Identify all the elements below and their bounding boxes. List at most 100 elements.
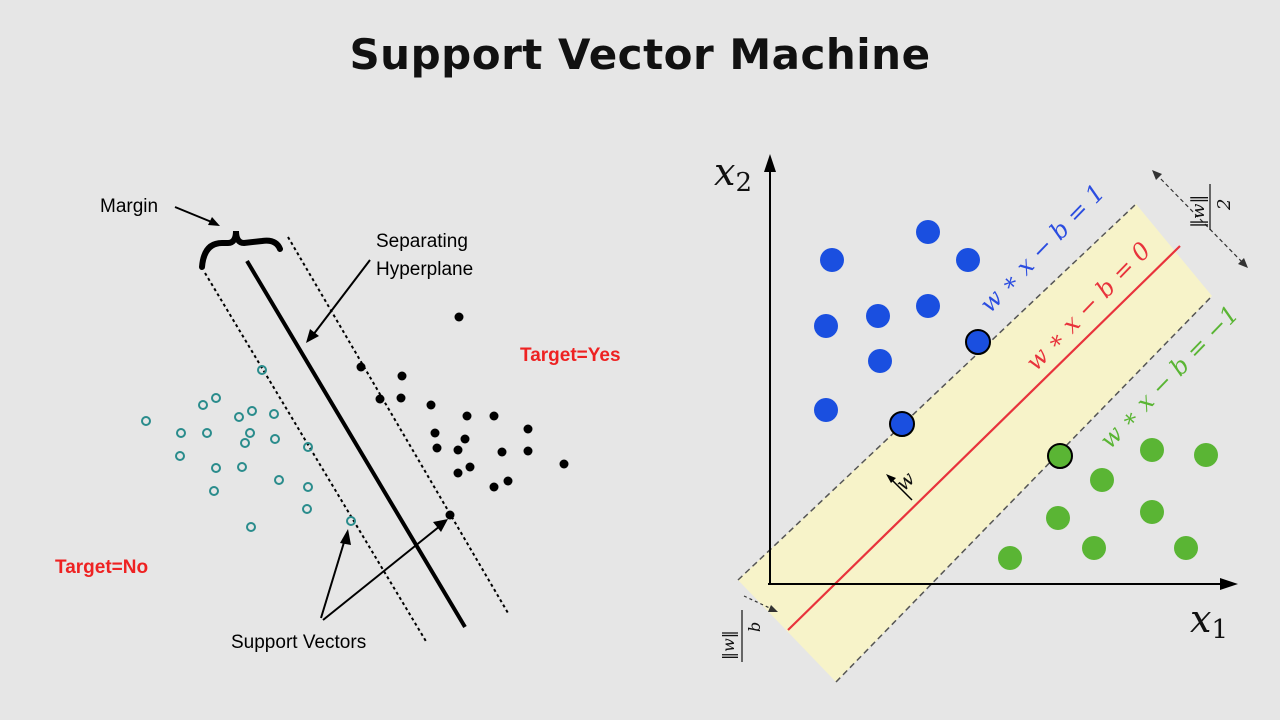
green-point bbox=[1194, 443, 1218, 467]
green-point bbox=[1174, 536, 1198, 560]
blue-point bbox=[956, 248, 980, 272]
hyperplane-arrowhead bbox=[306, 329, 319, 343]
class-no-point bbox=[270, 434, 280, 444]
class-yes-point bbox=[489, 411, 499, 421]
class-yes-point bbox=[503, 476, 513, 486]
class-yes-point bbox=[460, 434, 470, 444]
margin-brace bbox=[199, 230, 283, 270]
class-no-point bbox=[176, 428, 186, 438]
green-support-vector bbox=[1047, 443, 1073, 469]
upper-margin-line bbox=[737, 203, 1137, 581]
blue-class-points bbox=[814, 220, 980, 422]
left-upper-margin-line bbox=[287, 236, 509, 614]
hyperplane-arrow bbox=[312, 259, 371, 336]
class-yes-point bbox=[454, 312, 464, 322]
class-no-point bbox=[303, 442, 313, 452]
hyperplane-label-line1: Separating bbox=[376, 231, 468, 252]
class-yes-point bbox=[356, 362, 366, 372]
class-no-point bbox=[245, 428, 255, 438]
support-vector-arrowhead-left bbox=[340, 529, 351, 545]
class-no-point bbox=[202, 428, 212, 438]
green-point bbox=[1082, 536, 1106, 560]
blue-point bbox=[814, 398, 838, 422]
class-yes-point bbox=[559, 459, 569, 469]
normal-vector-arrowhead bbox=[886, 474, 896, 483]
left-lower-margin-line bbox=[204, 272, 428, 644]
page-title: Support Vector Machine bbox=[349, 30, 931, 79]
class-no-point bbox=[257, 365, 267, 375]
hyperplane-line bbox=[787, 245, 1181, 631]
class-yes-points bbox=[356, 312, 569, 520]
class-yes-point bbox=[396, 393, 406, 403]
green-point bbox=[998, 546, 1022, 570]
margin-arrowhead bbox=[208, 217, 220, 226]
hyperplane-label-line2: Hyperplane bbox=[376, 259, 473, 280]
blue-support-vector bbox=[889, 411, 915, 437]
class-yes-point bbox=[375, 394, 385, 404]
class-yes-point bbox=[489, 482, 499, 492]
support-vectors-label: Support Vectors bbox=[231, 632, 366, 653]
margin-width-denominator: ‖w‖ bbox=[1188, 195, 1209, 228]
class-no-point bbox=[211, 463, 221, 473]
class-no-point bbox=[269, 409, 279, 419]
offset-fraction: b ‖w‖ bbox=[719, 610, 764, 662]
class-no-point bbox=[240, 438, 250, 448]
margin-label: Margin bbox=[100, 196, 158, 217]
class-yes-point bbox=[523, 424, 533, 434]
support-vector-arrow-left bbox=[320, 538, 346, 619]
class-no-point bbox=[303, 482, 313, 492]
class-yes-point bbox=[465, 462, 475, 472]
left-hyperplane-line bbox=[245, 259, 467, 629]
class-yes-point bbox=[453, 468, 463, 478]
class-no-point bbox=[246, 522, 256, 532]
left-svm-diagram: Margin Separating Hyperplane bbox=[55, 196, 621, 653]
margin-arrow bbox=[174, 206, 215, 224]
blue-point bbox=[868, 349, 892, 373]
right-svm-diagram: x2 x1 w w ∗ x − b = 1 w ∗ x − b = 0 w ∗ … bbox=[714, 150, 1248, 683]
support-vector-arrow-right bbox=[322, 525, 441, 621]
normal-vector-line bbox=[889, 477, 913, 501]
class-no-point bbox=[247, 406, 257, 416]
class-yes-point bbox=[453, 445, 463, 455]
green-point bbox=[1140, 500, 1164, 524]
blue-point bbox=[916, 294, 940, 318]
x-axis-label: x1 bbox=[1190, 597, 1228, 645]
target-no-label: Target=No bbox=[55, 557, 148, 578]
class-yes-point bbox=[462, 411, 472, 421]
offset-numerator: b bbox=[745, 622, 764, 632]
blue-support-vector bbox=[965, 329, 991, 355]
class-no-point bbox=[274, 475, 284, 485]
green-point bbox=[1046, 506, 1070, 530]
offset-arrowhead bbox=[768, 605, 778, 612]
class-no-support-vector bbox=[346, 516, 356, 526]
class-yes-point bbox=[426, 400, 436, 410]
green-point bbox=[1090, 468, 1114, 492]
target-yes-label: Target=Yes bbox=[520, 345, 621, 366]
class-no-point bbox=[198, 400, 208, 410]
class-yes-point bbox=[430, 428, 440, 438]
green-class-points bbox=[998, 438, 1218, 570]
class-no-points bbox=[141, 365, 356, 532]
class-no-point bbox=[175, 451, 185, 461]
class-yes-point bbox=[497, 447, 507, 457]
class-yes-point bbox=[397, 371, 407, 381]
blue-point bbox=[866, 304, 890, 328]
margin-width-fraction: 2 ‖w‖ bbox=[1188, 184, 1235, 230]
class-yes-point bbox=[523, 446, 533, 456]
offset-denominator: ‖w‖ bbox=[719, 630, 738, 660]
class-no-point bbox=[302, 504, 312, 514]
blue-point bbox=[820, 248, 844, 272]
blue-point bbox=[814, 314, 838, 338]
support-vector-arrowhead-right bbox=[433, 519, 448, 532]
y-axis-label: x2 bbox=[714, 150, 752, 198]
class-no-point bbox=[211, 393, 221, 403]
class-no-point bbox=[237, 462, 247, 472]
margin-width-arrowhead-top bbox=[1152, 170, 1162, 180]
margin-width-numerator: 2 bbox=[1214, 199, 1235, 211]
class-no-point bbox=[141, 416, 151, 426]
blue-point bbox=[916, 220, 940, 244]
class-no-point bbox=[234, 412, 244, 422]
margin-width-arrowhead-bottom bbox=[1238, 258, 1248, 268]
green-point bbox=[1140, 438, 1164, 462]
x-axis-arrowhead bbox=[1220, 578, 1238, 590]
